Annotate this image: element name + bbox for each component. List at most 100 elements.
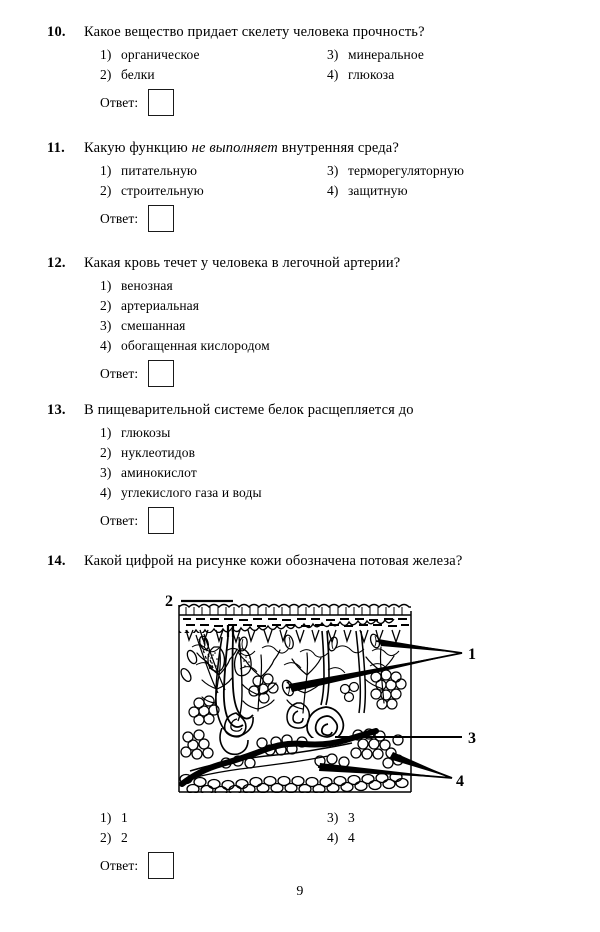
option-label: обогащенная кислородом (121, 338, 270, 353)
question-11-emphasis: не выполняет (191, 140, 278, 156)
option-11-2[interactable]: 2)строительную (100, 181, 204, 201)
question-13-number: 13. (47, 402, 66, 418)
question-block-12: 12. Какая кровь течет у человека в легоч… (0, 253, 600, 390)
option-marker: 3) (327, 810, 339, 825)
option-row: 1) 1 3) 3 (0, 808, 600, 828)
option-marker: 1) (100, 425, 112, 440)
option-label: смешанная (121, 318, 186, 333)
question-10-text: Какое вещество придает скелету человека … (84, 24, 425, 40)
answer-input-box[interactable] (148, 205, 174, 232)
option-13-3[interactable]: 3) аминокислот (100, 463, 600, 483)
option-label: минеральное (348, 47, 424, 62)
option-11-4[interactable]: 4) защитную (327, 181, 408, 201)
question-10-options: 1)органическое 3) минеральное 2) белки 4) г… (0, 45, 600, 85)
option-marker: 1) (100, 810, 112, 825)
option-marker: 4) (100, 485, 112, 500)
option-13-4[interactable]: 4) углекислого газа и воды (100, 483, 600, 503)
option-label: глюкозы (121, 425, 171, 440)
question-10-answer: Ответ: (0, 89, 600, 119)
question-10-heading: 10. Какое вещество придает скелету челов… (0, 22, 600, 42)
question-14-heading: 14. Какой цифрой на рисунке кожи обознач… (0, 551, 600, 571)
option-marker: 3) (100, 465, 112, 480)
question-11-answer: Ответ: (0, 205, 600, 235)
skin-drawing: 2 1 3 4 (165, 593, 476, 793)
option-marker: 3) (327, 163, 339, 178)
skin-diagram-figure: 2 1 3 4 (0, 585, 600, 800)
answer-label: Ответ: (100, 366, 139, 381)
option-marker: 1) (100, 163, 112, 178)
option-marker: 2) (100, 67, 112, 82)
question-block-10: 10. Какое вещество придает скелету челов… (0, 22, 600, 119)
option-label: венозная (121, 278, 173, 293)
option-10-2[interactable]: 2) белки (100, 65, 155, 85)
option-label: артериальная (121, 298, 200, 313)
question-12-answer: Ответ: (0, 360, 600, 390)
answer-label: Ответ: (100, 858, 139, 873)
option-label: углекислого газа и воды (121, 485, 262, 500)
callout-label-1: 1 (468, 646, 476, 663)
option-marker: 4) (327, 67, 339, 82)
question-14-number: 14. (47, 553, 66, 569)
option-label: защитную (348, 183, 408, 198)
question-11-text: Какую функцию не выполняет внутренняя ср… (84, 140, 399, 156)
option-marker: 1) (100, 278, 112, 293)
option-marker: 4) (100, 338, 112, 353)
question-block-13: 13. В пищеварительной системе белок расщ… (0, 400, 600, 537)
option-row: 1)органическое 3) минеральное (0, 45, 600, 65)
option-14-2[interactable]: 2)2 (100, 828, 128, 848)
answer-input-box[interactable] (148, 507, 174, 534)
question-13-answer: Ответ: (0, 507, 600, 537)
option-10-1[interactable]: 1)органическое (100, 45, 200, 65)
option-row: 2)строительную 4) защитную (0, 181, 600, 201)
option-12-3[interactable]: 3) смешанная (100, 316, 600, 336)
option-marker: 3) (100, 318, 112, 333)
question-14-answer: Ответ: (0, 852, 600, 882)
answer-input-box[interactable] (148, 360, 174, 387)
option-13-1[interactable]: 1) глюкозы (100, 423, 600, 443)
option-14-3[interactable]: 3) 3 (327, 808, 355, 828)
answer-input-box[interactable] (148, 89, 174, 116)
option-marker: 1) (100, 47, 112, 62)
option-11-1[interactable]: 1) питательную (100, 161, 197, 181)
question-13-options: 1) глюкозы 2)нуклеотидов 3) аминокислот 4)… (0, 423, 600, 503)
option-label: 1 (121, 810, 128, 825)
callout-1-leader (285, 639, 463, 692)
option-label: аминокислот (121, 465, 197, 480)
option-10-3[interactable]: 3) минеральное (327, 45, 424, 65)
option-12-4[interactable]: 4) обогащенная кислородом (100, 336, 600, 356)
option-row: 1) питательную 3) терморегуляторную (0, 161, 600, 181)
option-label: 3 (348, 810, 355, 825)
option-label: питательную (121, 163, 198, 178)
option-11-3[interactable]: 3) терморегуляторную (327, 161, 464, 181)
option-12-1[interactable]: 1) венозная (100, 276, 600, 296)
option-marker: 2) (100, 830, 112, 845)
callout-label-3: 3 (468, 730, 476, 747)
answer-label: Ответ: (100, 95, 139, 110)
question-13-text: В пищеварительной системе белок расщепля… (84, 402, 414, 418)
question-14-options: 1) 1 3) 3 2)2 4)4 (0, 808, 600, 848)
option-marker: 2) (100, 445, 112, 460)
answer-label: Ответ: (100, 513, 139, 528)
option-13-2[interactable]: 2)нуклеотидов (100, 443, 600, 463)
option-14-1[interactable]: 1) 1 (100, 808, 128, 828)
option-12-2[interactable]: 2)артериальная (100, 296, 600, 316)
answer-input-box[interactable] (148, 852, 174, 879)
page-number: 9 (296, 884, 304, 899)
question-11-heading: 11. Какую функцию не выполняет внутрення… (0, 138, 600, 158)
question-12-text: Какая кровь течет у человека в легочной … (84, 255, 401, 271)
option-14-4[interactable]: 4)4 (327, 828, 355, 848)
question-13-heading: 13. В пищеварительной системе белок расщ… (0, 400, 600, 420)
option-10-4[interactable]: 4) глюкоза (327, 65, 394, 85)
option-label: глюкоза (348, 67, 395, 82)
option-marker: 4) (327, 183, 339, 198)
option-marker: 4) (327, 830, 339, 845)
option-label: белки (121, 67, 155, 82)
option-label: терморегуляторную (348, 163, 465, 178)
option-marker: 3) (327, 47, 339, 62)
option-row: 2) белки 4) глюкоза (0, 65, 600, 85)
callout-label-4: 4 (456, 773, 464, 790)
answer-label: Ответ: (100, 211, 139, 226)
option-label: строительную (121, 183, 204, 198)
callout-4-leader (317, 752, 453, 779)
